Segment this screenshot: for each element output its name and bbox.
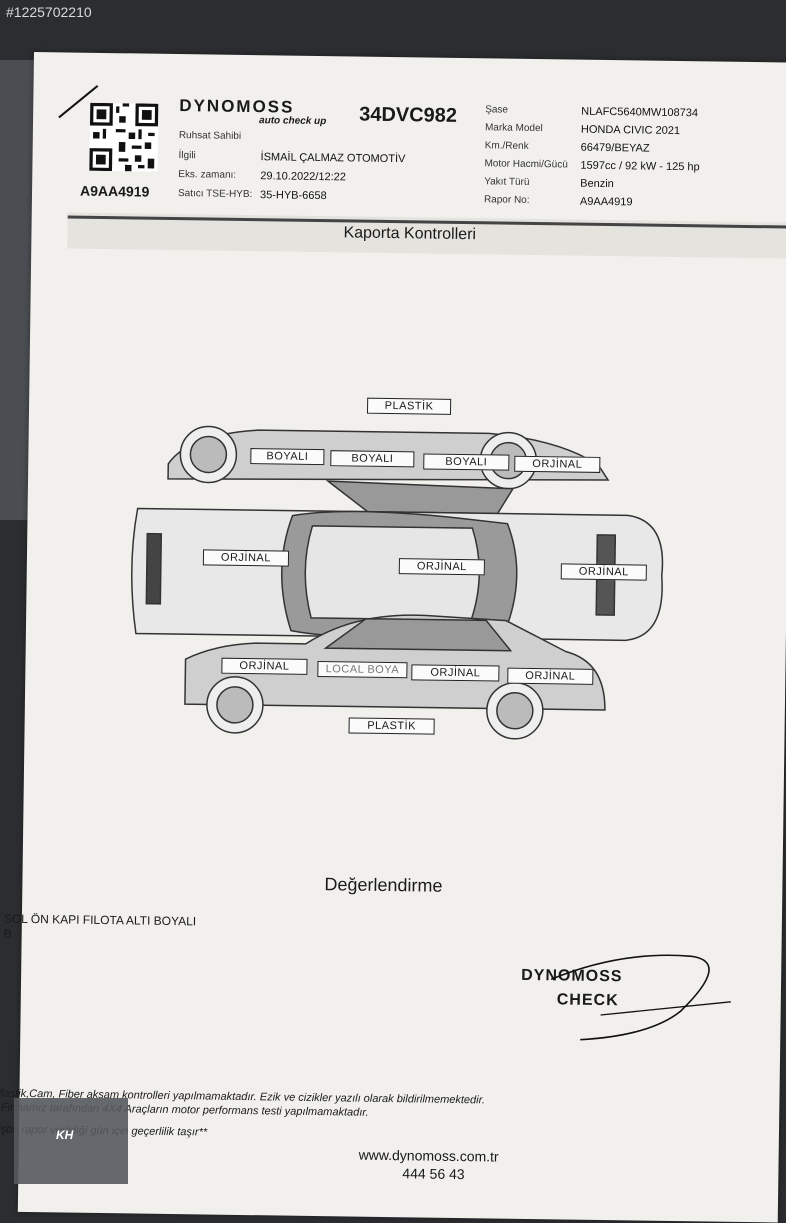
evaluation-line-1: SOL ÖN KAPI FILOTA ALTI BOYALI: [3, 911, 197, 929]
evaluation-line-2: B: [3, 926, 12, 941]
qr-code-icon: [89, 102, 159, 172]
related-value: İSMAİL ÇALMAZ OTOMOTİV: [260, 151, 406, 166]
model-value: HONDA CIVIC 2021: [580, 123, 681, 138]
tag-right-rear-door: ORJİNAL: [411, 664, 500, 682]
tag-left-rear-fender: ORJİNAL: [514, 455, 601, 473]
overlay-logo-text: KH: [56, 1128, 74, 1142]
chassis-value: NLAFC5640MW108734: [581, 105, 699, 120]
owner-label: Ruhsat Sahibi: [178, 130, 242, 142]
brand-logo: DYNOMOSS: [179, 96, 295, 117]
report-no-value: A9AA4919: [579, 195, 633, 209]
exp-time-value: 29.10.2022/12:22: [260, 170, 347, 184]
engine-label: Motor Hacmi/Gücü: [484, 158, 568, 171]
tag-left-front-fender: BOYALI: [250, 448, 325, 466]
tag-right-front-door: LOCAL BOYA: [317, 661, 408, 679]
tag-left-front-door: BOYALI: [330, 450, 415, 468]
fuel-label: Yakıt Türü: [484, 176, 530, 188]
exp-time-label: Eks. zamanı:: [178, 169, 237, 181]
overlay-logo-box: [14, 1098, 128, 1184]
inspection-report-paper: A9AA4919 DYNOMOSS auto check up 34DVC982…: [0, 52, 786, 1223]
report-no-label: Rapor No:: [483, 194, 530, 206]
tag-bottom-bumper: PLASTİK: [348, 717, 435, 735]
listing-id: #1225702210: [6, 4, 92, 20]
km-color-value: 66479/BEYAZ: [580, 141, 650, 155]
tag-right-rear-fender: ORJİNAL: [507, 667, 594, 685]
section-title: Kaporta Kontrolleri: [343, 224, 477, 244]
handwritten-signature: [550, 954, 731, 1041]
chassis-label: Şase: [485, 104, 509, 116]
phone-number: 444 56 43: [402, 1165, 465, 1183]
fuel-value: Benzin: [580, 177, 614, 191]
tag-roof: ORJİNAL: [398, 558, 485, 576]
related-label: İlgili: [178, 150, 196, 162]
engine-value: 1597cc / 92 kW - 125 hp: [580, 159, 700, 174]
license-plate: 34DVC982: [359, 103, 458, 127]
car-body-diagram: [131, 425, 664, 740]
tag-hood: ORJİNAL: [202, 549, 290, 567]
tag-trunk: ORJİNAL: [560, 563, 647, 581]
tag-top-bumper: PLASTİK: [366, 397, 452, 415]
tag-right-front-fender: ORJİNAL: [221, 657, 308, 675]
km-color-label: Km./Renk: [484, 140, 529, 152]
seller-tse-value: 35-HYB-6658: [259, 189, 327, 203]
evaluation-title: Değerlendirme: [324, 874, 443, 896]
model-label: Marka Model: [484, 122, 543, 135]
report-code: A9AA4919: [79, 182, 150, 200]
brand-tagline: auto check up: [258, 115, 327, 128]
seller-tse-label: Satıcı TSE-HYB:: [177, 188, 253, 201]
website: www.dynomoss.com.tr: [358, 1146, 499, 1165]
tag-left-rear-door: BOYALI: [423, 453, 510, 471]
